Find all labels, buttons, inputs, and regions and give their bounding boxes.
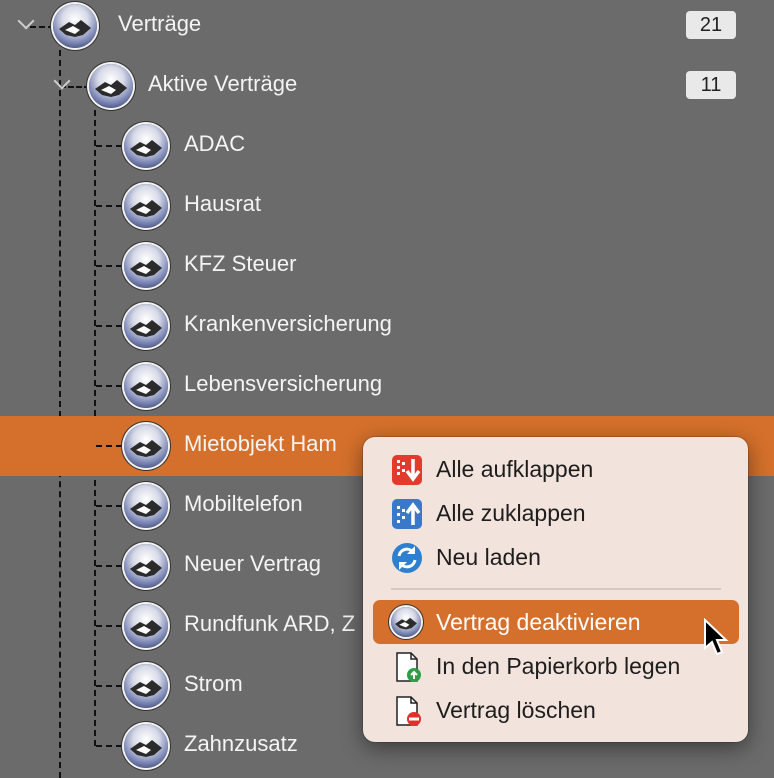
tree-label: Neuer Vertrag	[184, 551, 321, 576]
tree-row[interactable]: Zahnzusatz	[0, 716, 774, 776]
reload-icon	[392, 543, 422, 573]
tree-row[interactable]: Hausrat	[0, 176, 774, 236]
delete-document-icon	[396, 696, 421, 726]
chevron-down-icon[interactable]	[53, 72, 71, 90]
menu-item-label: Alle zuklappen	[436, 500, 586, 526]
tree-row[interactable]: KFZ Steuer	[0, 236, 774, 296]
tree-guide-line	[96, 505, 122, 507]
tree-guide-line	[96, 145, 122, 147]
tree-guide-line	[96, 445, 122, 447]
handshake-icon	[124, 184, 168, 228]
menu-item-alle-aufklappen[interactable]: Alle aufklappen	[373, 447, 739, 491]
chevron-down-icon[interactable]	[17, 12, 35, 30]
tree-guide-line	[96, 625, 122, 627]
menu-item-papierkorb[interactable]: In den Papierkorb legen	[373, 644, 739, 688]
tree-row-vertraege[interactable]: Verträge 21	[0, 0, 774, 56]
tree-row[interactable]: Neuer Vertrag	[0, 536, 774, 596]
handshake-icon	[124, 124, 168, 168]
tree-guide-line	[96, 385, 122, 387]
tree-guide-line	[59, 50, 61, 778]
tree-row[interactable]: Rundfunk ARD, Z	[0, 596, 774, 656]
tree-label: Mietobjekt Ham	[184, 431, 337, 456]
tree-label: Verträge	[118, 11, 202, 36]
tree-guide-line	[96, 265, 122, 267]
tree-guide-line	[96, 325, 122, 327]
menu-item-label: In den Papierkorb legen	[436, 653, 681, 679]
menu-item-vertrag-deaktivieren[interactable]: Vertrag deaktivieren	[373, 600, 739, 644]
tree-label: KFZ Steuer	[184, 251, 297, 276]
tree-label: ADAC	[184, 131, 246, 156]
handshake-icon	[124, 424, 168, 468]
count-badge: 11	[686, 71, 736, 99]
menu-item-neu-laden[interactable]: Neu laden	[373, 535, 739, 579]
trash-document-icon	[396, 652, 421, 682]
tree-label: Hausrat	[184, 191, 262, 216]
handshake-icon	[89, 64, 133, 108]
handshake-icon	[53, 4, 97, 48]
tree-row[interactable]: Lebensversicherung	[0, 356, 774, 416]
count-badge: 21	[686, 11, 736, 39]
tree-label: Strom	[184, 671, 243, 696]
tree-guide-line	[30, 26, 54, 28]
tree-row[interactable]: Strom	[0, 656, 774, 716]
expand-all-icon	[392, 455, 422, 485]
tree-row-aktive-vertraege[interactable]: Aktive Verträge 11	[0, 56, 774, 116]
handshake-icon	[124, 664, 168, 708]
handshake-icon	[124, 304, 168, 348]
tree-label: Zahnzusatz	[184, 731, 298, 756]
handshake-icon	[124, 544, 168, 588]
handshake-icon	[124, 724, 168, 768]
menu-item-vertrag-loeschen[interactable]: Vertrag löschen	[373, 688, 739, 732]
menu-separator	[391, 588, 721, 590]
tree-label: Aktive Verträge	[148, 71, 298, 96]
tree-guide-line	[96, 205, 122, 207]
mouse-pointer-icon	[704, 618, 729, 656]
tree-row[interactable]: Mobiltelefon	[0, 476, 774, 536]
tree-label: Krankenversicherung	[184, 311, 392, 336]
context-menu: Alle aufklappen Alle zuklappen Neu laden…	[363, 437, 748, 742]
handshake-icon	[124, 484, 168, 528]
tree-label: Rundfunk ARD, Z	[184, 611, 356, 636]
collapse-all-icon	[392, 499, 422, 529]
tree-guide-line	[60, 86, 90, 88]
tree-guide-line	[96, 745, 122, 747]
menu-item-label: Neu laden	[436, 544, 541, 570]
handshake-icon	[124, 364, 168, 408]
tree-guide-line	[96, 685, 122, 687]
tree-guide-line	[96, 565, 122, 567]
handshake-icon	[391, 607, 421, 637]
tree-row[interactable]: Krankenversicherung	[0, 296, 774, 356]
handshake-icon	[124, 604, 168, 648]
tree-label: Lebensversicherung	[184, 371, 383, 396]
menu-item-alle-zuklappen[interactable]: Alle zuklappen	[373, 491, 739, 535]
menu-item-label: Alle aufklappen	[436, 456, 594, 482]
menu-item-label: Vertrag deaktivieren	[436, 609, 641, 635]
tree-label: Mobiltelefon	[184, 491, 303, 516]
handshake-icon	[124, 244, 168, 288]
menu-item-label: Vertrag löschen	[436, 697, 596, 723]
tree-row[interactable]: ADAC	[0, 116, 774, 176]
